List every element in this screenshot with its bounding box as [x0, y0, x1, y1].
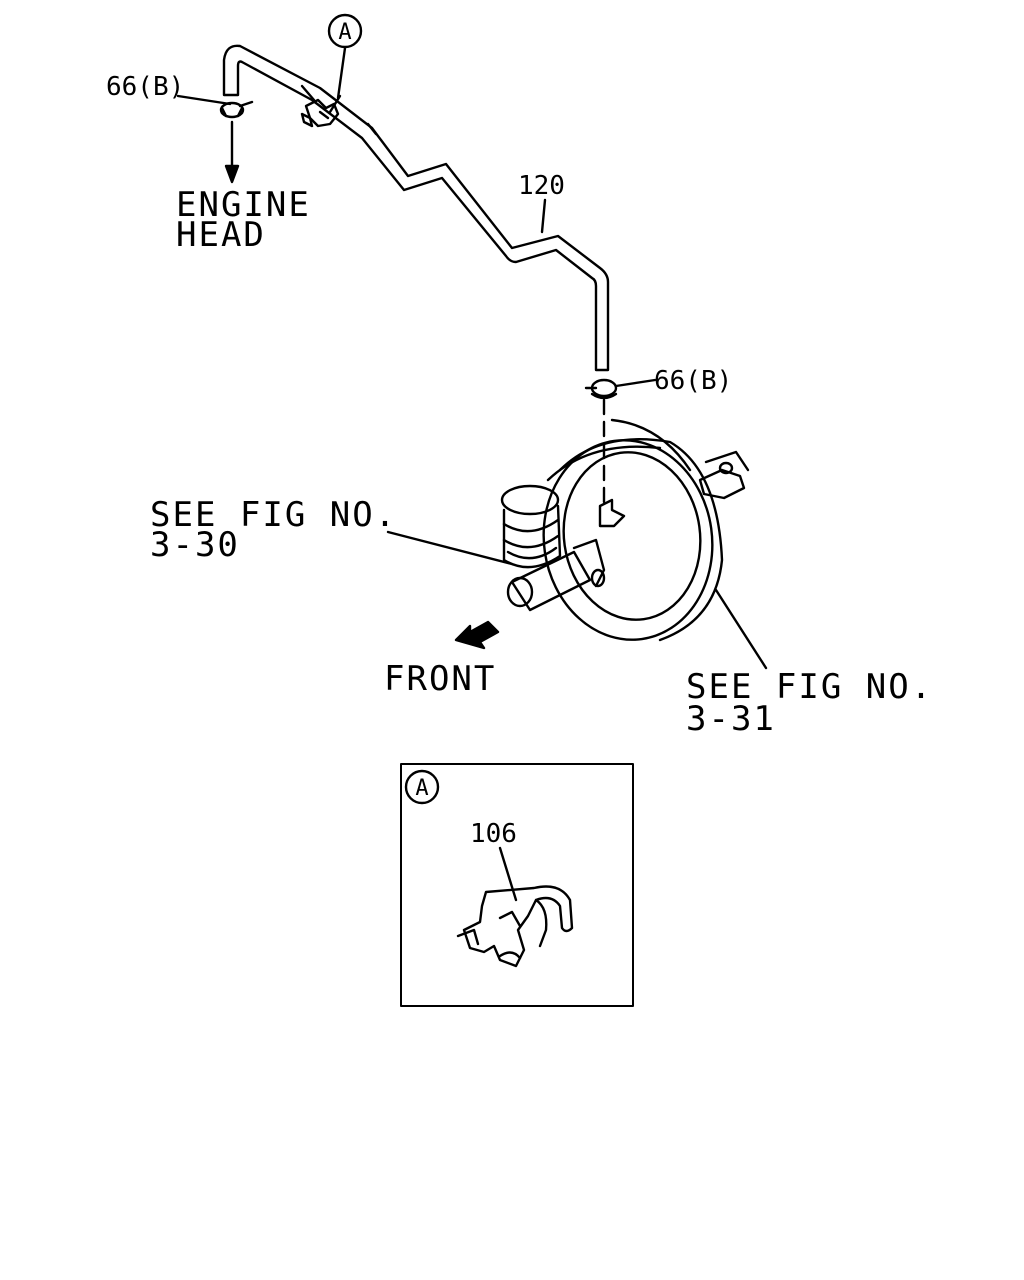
front-label: FRONT	[384, 659, 496, 699]
leader-see-fig-right	[714, 588, 768, 670]
detail-box	[400, 763, 634, 1007]
see-fig-left-line1: SEE FIG NO.	[150, 495, 397, 535]
see-fig-right-line1: SEE FIG NO.	[686, 667, 933, 707]
engine-head-label-line2: HEAD	[176, 215, 266, 255]
leader-see-fig-left	[386, 530, 514, 566]
hose-clamp-icon	[584, 378, 618, 400]
engine-head-label-line1: ENGINE	[176, 185, 311, 225]
hose-part-label: 120	[518, 171, 565, 201]
hose-clamp-icon	[219, 100, 254, 119]
leader-a-top	[336, 46, 347, 100]
hose-clip-icon	[456, 885, 574, 968]
leader-120	[540, 198, 547, 234]
leader-106	[498, 846, 518, 902]
callout-circle-detail	[404, 769, 440, 805]
clip-part-label: 106	[470, 819, 517, 849]
clamp-label-top: 66(B)	[106, 72, 184, 102]
leader-66b-bottom	[614, 378, 657, 388]
arrow-head	[224, 164, 240, 184]
leader-66b-top	[176, 94, 232, 106]
callout-a-detail: A	[415, 776, 428, 801]
clamp-label-bottom: 66(B)	[654, 366, 732, 396]
see-fig-right-line2: 3-31	[686, 699, 776, 739]
see-fig-left-line2: 3-30	[150, 525, 240, 565]
brake-booster-icon	[500, 418, 750, 642]
front-direction-arrow-icon	[454, 620, 500, 650]
callout-a-top: A	[338, 20, 351, 45]
callout-circle-top	[327, 13, 363, 49]
hose-clip-icon	[300, 98, 340, 128]
